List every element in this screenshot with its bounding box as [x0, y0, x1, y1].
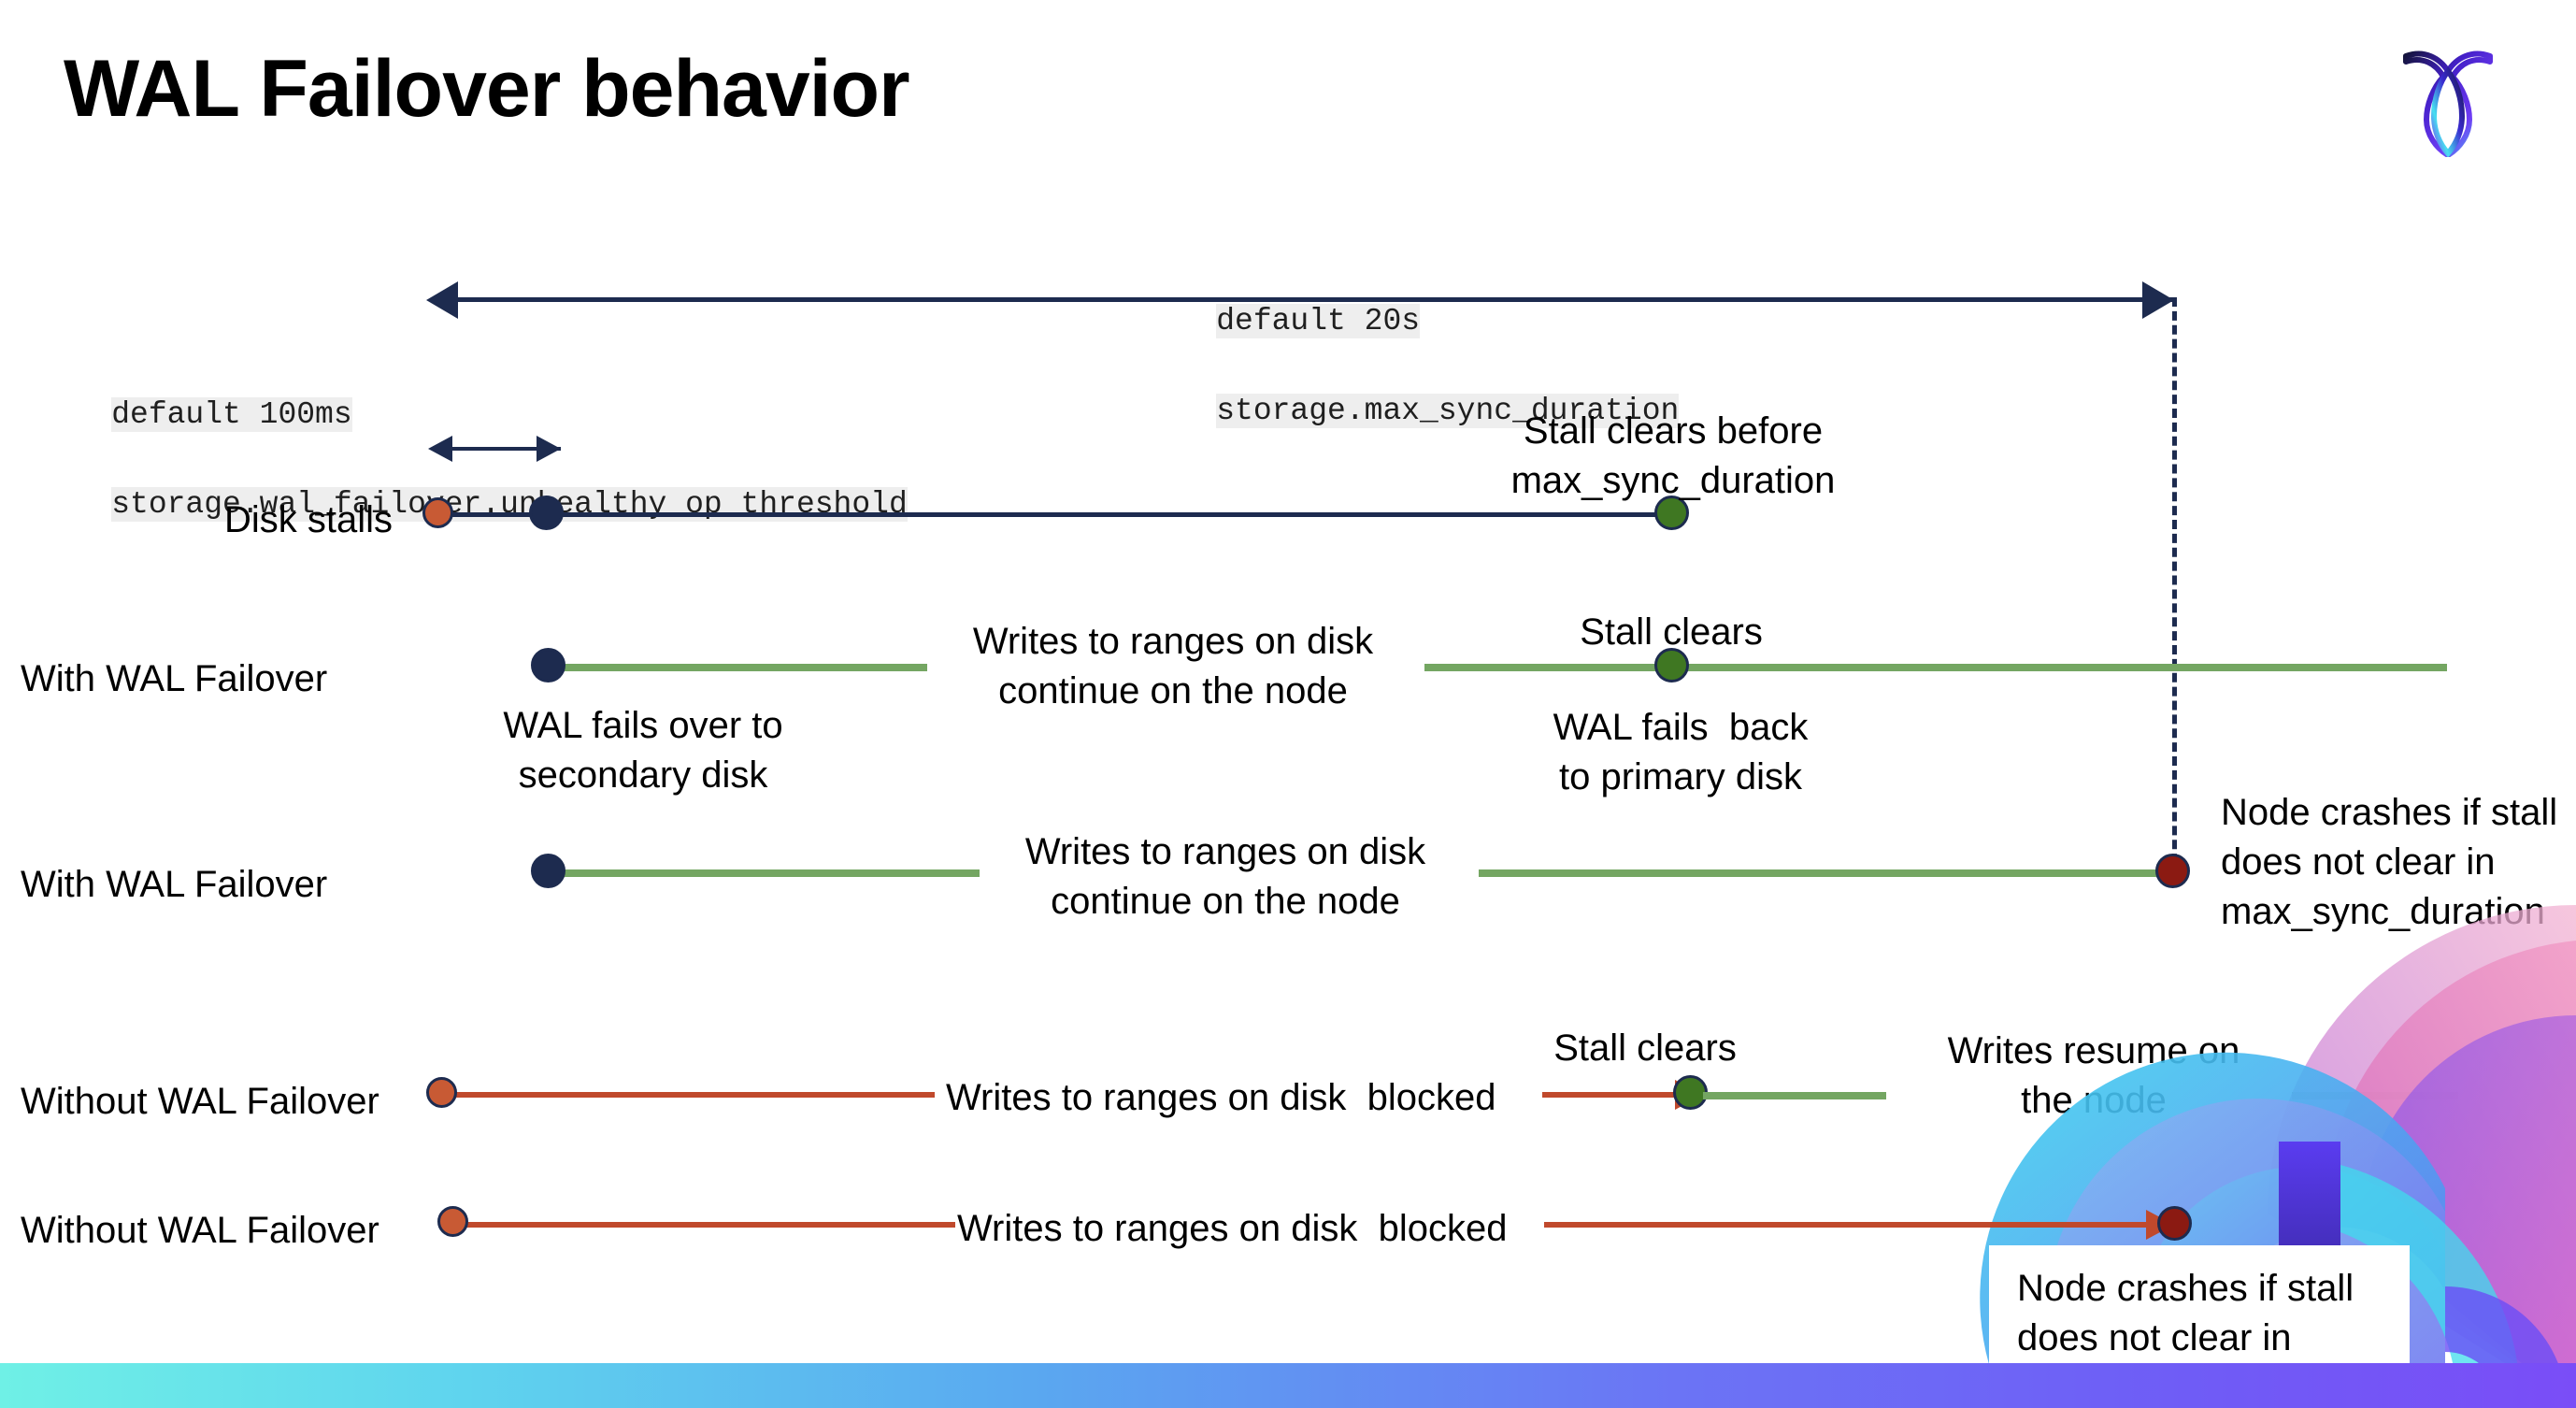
- row-label-without-failover-1: Without WAL Failover: [21, 1081, 379, 1122]
- with-failover-1-failover-marker[interactable]: [531, 648, 565, 682]
- unhealthy-op-default-label: default 100ms: [111, 396, 352, 432]
- without-failover-1-stall-start-marker[interactable]: [426, 1077, 457, 1108]
- with-failover-2-crash-note: Node crashes if stall does not clear in …: [2221, 792, 2558, 932]
- stall-start-marker[interactable]: [422, 497, 453, 528]
- unhealthy-op-right-arrowhead: [537, 436, 561, 462]
- cockroachdb-logo-icon: [2397, 30, 2499, 158]
- max-sync-dashed-guide: [2172, 297, 2177, 877]
- with-failover-2-node-crash-marker[interactable]: [2155, 854, 2190, 888]
- with-failover-2-green-line-b: [1479, 869, 2172, 877]
- unhealthy-op-span-line: [447, 447, 561, 451]
- without-failover-2-blocked-note: Writes to ranges on disk blocked: [957, 1208, 1508, 1249]
- without-failover-2-stall-start-marker[interactable]: [437, 1206, 468, 1237]
- without-failover-2-red-line-b: [1544, 1222, 2155, 1228]
- disk-stalls-timeline: [437, 512, 1681, 517]
- with-failover-1-failback-note: WAL fails back to primary disk: [1553, 707, 1809, 797]
- max-sync-default-label: default 20s: [1216, 303, 1421, 338]
- max-sync-setting-label: storage.max_sync_duration: [1216, 393, 1680, 428]
- with-failover-1-green-line-b: [1424, 664, 2447, 671]
- with-failover-1-writes-note: Writes to ranges on disk continue on the…: [972, 621, 1374, 711]
- row-label-with-failover-2: With WAL Failover: [21, 864, 328, 905]
- without-failover-2-red-line-a: [458, 1222, 955, 1228]
- with-failover-1-failover-note: WAL fails over to secondary disk: [503, 705, 783, 796]
- without-failover-1-red-line-b: [1542, 1092, 1682, 1098]
- disk-stalls-annotation: Stall clears before max_sync_duration: [1510, 410, 1836, 501]
- bottom-gradient-bar: [0, 1363, 2576, 1408]
- stall-clear-marker[interactable]: [1654, 496, 1689, 530]
- with-failover-2-writes-note: Writes to ranges on disk continue on the…: [1024, 831, 1426, 922]
- without-failover-1-red-line-a: [447, 1092, 935, 1098]
- without-failover-1-stall-clears-note: Stall clears: [1553, 1027, 1737, 1069]
- with-failover-2-failover-marker[interactable]: [531, 854, 565, 888]
- without-failover-2-node-crash-marker[interactable]: [2157, 1206, 2192, 1241]
- without-failover-1-green-line-a: [1703, 1092, 1886, 1099]
- unhealthy-op-left-arrowhead: [428, 436, 452, 462]
- max-sync-right-arrowhead: [2142, 281, 2174, 319]
- with-failover-1-stall-clear-marker[interactable]: [1654, 648, 1689, 682]
- without-failover-1-green-line-b: [2292, 1092, 2458, 1099]
- max-sync-span-line: [437, 297, 2174, 302]
- with-failover-2-green-line-a: [548, 869, 980, 877]
- page-title: WAL Failover behavior: [64, 44, 910, 134]
- with-failover-1-stall-clears-note: Stall clears: [1580, 611, 1763, 653]
- max-sync-duration-annotation: default 20s storage.max_sync_duration: [1142, 254, 1680, 478]
- with-failover-1-green-line-a: [548, 664, 927, 671]
- max-sync-left-arrowhead: [426, 281, 458, 319]
- row-label-with-failover-1: With WAL Failover: [21, 658, 328, 699]
- row-label-disk-stalls: Disk stalls: [223, 499, 393, 540]
- row-label-without-failover-2: Without WAL Failover: [21, 1210, 379, 1251]
- without-failover-1-blocked-note: Writes to ranges on disk blocked: [946, 1077, 1496, 1118]
- without-failover-1-resume-note: Writes resume on the node: [1947, 1030, 2240, 1121]
- failover-trigger-marker[interactable]: [529, 496, 564, 530]
